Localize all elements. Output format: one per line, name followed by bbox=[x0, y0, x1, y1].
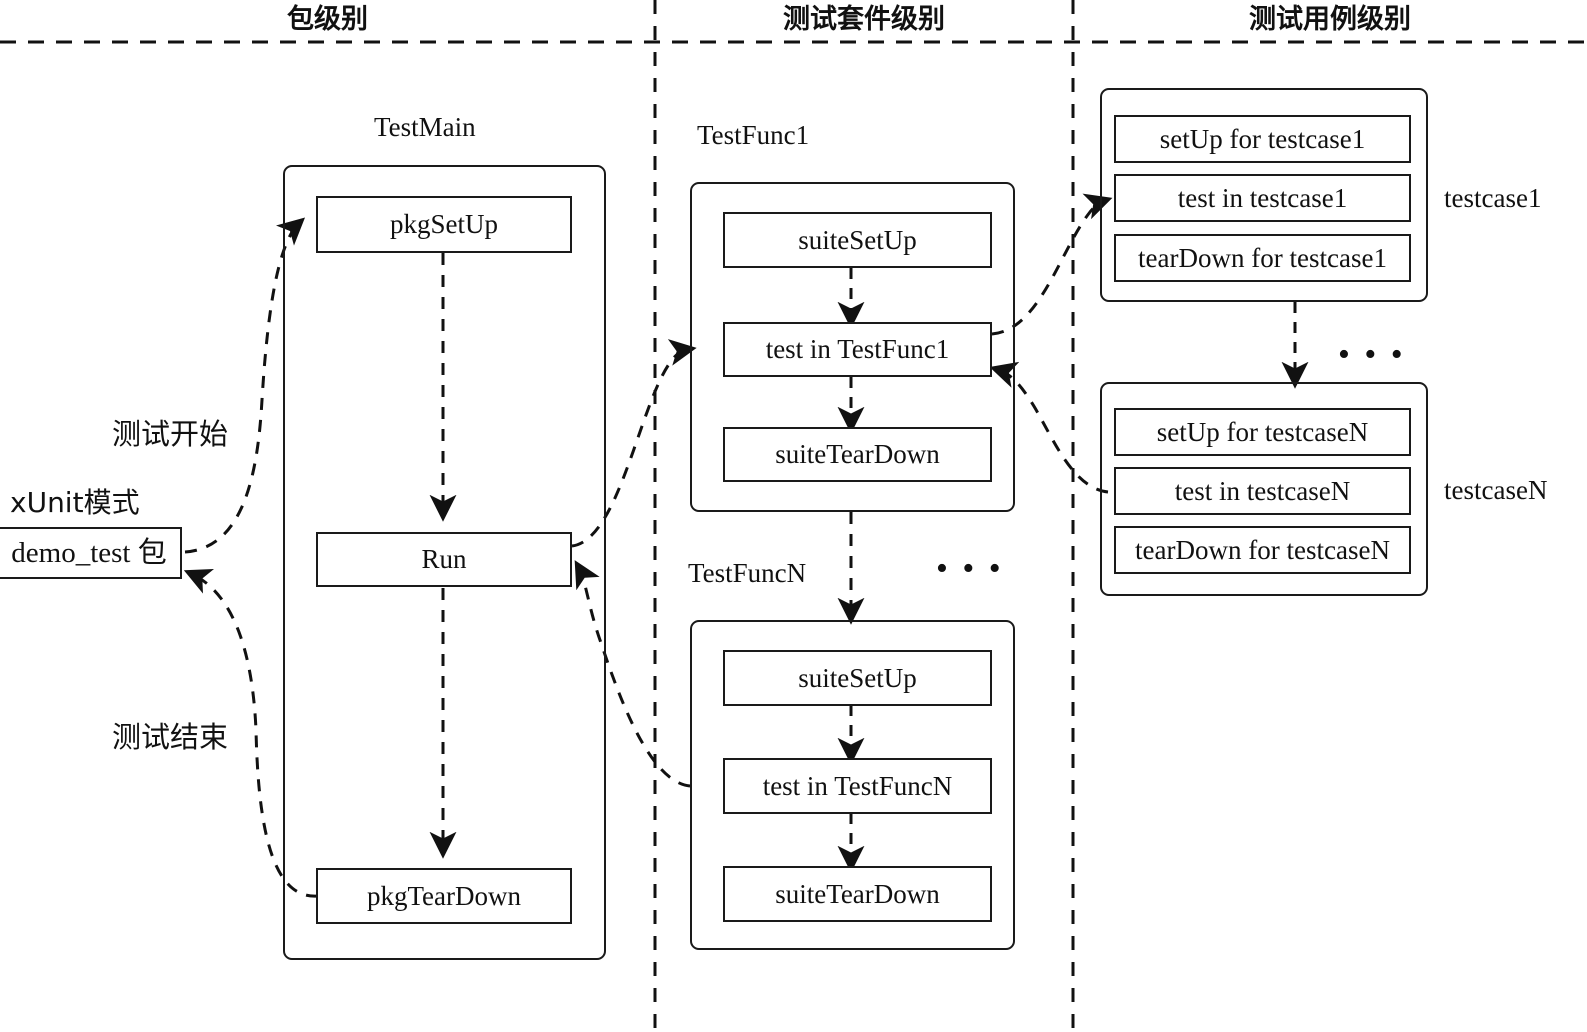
group-testfuncn bbox=[690, 620, 1015, 950]
group-testfunc1 bbox=[690, 182, 1015, 512]
node-testcase1-test[interactable]: test in testcase1 bbox=[1114, 174, 1411, 222]
flow-testfuncn-to-run bbox=[574, 560, 691, 788]
node-suite1-test[interactable]: test in TestFunc1 bbox=[723, 322, 992, 377]
flow-testcasen-to-testfunc1 bbox=[989, 361, 1109, 494]
group-testcase1 bbox=[1100, 88, 1428, 302]
ellipsis-suite-level: • • • bbox=[936, 550, 1004, 587]
node-suiten-test[interactable]: test in TestFuncN bbox=[723, 758, 992, 814]
caption-testfuncn: TestFuncN bbox=[688, 558, 807, 588]
label-xunit-mode: xUnit模式 bbox=[10, 486, 140, 519]
column-header-case: 测试用例级别 bbox=[1249, 4, 1411, 35]
label-testcase1: testcase1 bbox=[1444, 183, 1542, 213]
label-test-start: 测试开始 bbox=[112, 419, 229, 451]
caption-testmain: TestMain bbox=[374, 112, 476, 142]
node-testcasen-setup[interactable]: setUp for testcaseN bbox=[1114, 408, 1411, 456]
node-testcase1-setup[interactable]: setUp for testcase1 bbox=[1114, 115, 1411, 163]
node-run[interactable]: Run bbox=[316, 532, 572, 587]
node-suite1-teardown[interactable]: suiteTearDown bbox=[723, 427, 992, 482]
group-testmain bbox=[283, 165, 606, 960]
flow-run-to-testfunc1 bbox=[571, 339, 697, 548]
node-suiten-setup[interactable]: suiteSetUp bbox=[723, 650, 992, 706]
node-suiten-teardown[interactable]: suiteTearDown bbox=[723, 866, 992, 922]
flow-testfunc1-to-testcase1 bbox=[991, 193, 1113, 336]
node-pkgteardown[interactable]: pkgTearDown bbox=[316, 868, 572, 924]
node-suite1-setup[interactable]: suiteSetUp bbox=[723, 212, 992, 268]
node-testcasen-test[interactable]: test in testcaseN bbox=[1114, 467, 1411, 515]
ellipsis-case-level: • • • bbox=[1338, 336, 1406, 373]
label-test-end: 测试结束 bbox=[112, 722, 229, 754]
node-pkgsetup[interactable]: pkgSetUp bbox=[316, 196, 572, 253]
column-header-package: 包级别 bbox=[287, 4, 368, 35]
label-testcasen: testcaseN bbox=[1444, 475, 1548, 505]
caption-testfunc1: TestFunc1 bbox=[697, 120, 810, 150]
column-header-suite: 测试套件级别 bbox=[783, 4, 945, 35]
node-demo-test-package[interactable]: demo_test 包 bbox=[0, 527, 182, 579]
node-testcasen-teardown[interactable]: tearDown for testcaseN bbox=[1114, 526, 1411, 574]
node-testcase1-teardown[interactable]: tearDown for testcase1 bbox=[1114, 234, 1411, 282]
group-testcasen bbox=[1100, 382, 1428, 596]
